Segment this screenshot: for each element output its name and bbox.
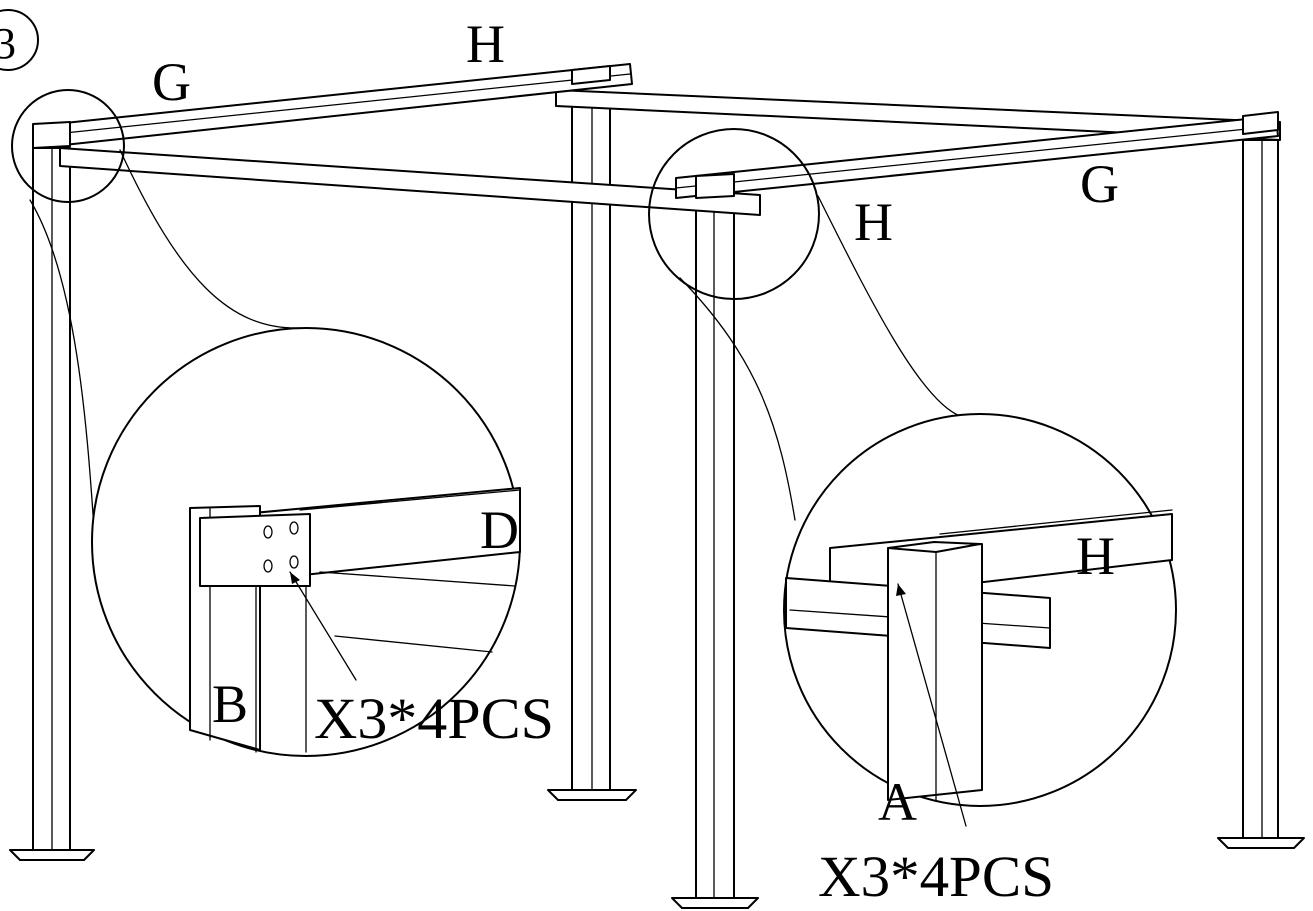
leader-arrow-left [289, 571, 357, 681]
zoom-left-tether-2 [119, 149, 301, 329]
cap-back-middle [571, 65, 611, 85]
screw-hole [263, 525, 273, 539]
detail-label-h: H [1076, 526, 1115, 586]
beam-back-right [555, 89, 1281, 141]
post-back-middle [547, 102, 637, 801]
screw-hole [289, 555, 299, 569]
part-label-g-right: G [1080, 154, 1119, 214]
zoom-right-detail [783, 413, 1177, 827]
step-number: 3 [0, 19, 16, 68]
zoom-right-tether-1 [679, 277, 796, 521]
detail-label-a: A [878, 772, 917, 832]
screw-hole [289, 521, 299, 535]
part-label-h-top: H [466, 14, 505, 74]
zoom-left-source-circle [11, 89, 125, 203]
hardware-callout-left: X3*4PCS [314, 686, 554, 751]
cap-front-right [695, 173, 735, 199]
zoom-right-source-circle [648, 128, 820, 300]
detail-label-d: D [480, 500, 519, 560]
arrowhead [896, 584, 906, 596]
detail-label-b: B [212, 674, 248, 734]
beam-left-side [59, 147, 761, 216]
arrowhead [290, 572, 300, 584]
screw-hole [263, 559, 273, 573]
hardware-callout-right: X3*4PCS [818, 844, 1054, 909]
post-back-right [1217, 139, 1305, 849]
cap-front-left [32, 121, 71, 149]
zoom-right-tether-2 [817, 195, 961, 417]
post-front-right [671, 181, 759, 909]
part-label-h-right: H [854, 192, 893, 252]
beam-front-right [675, 115, 1279, 199]
cap-back-right [1242, 111, 1279, 135]
post-front-left [9, 147, 95, 861]
leader-arrow-right [897, 583, 967, 827]
beam-back-left [35, 63, 633, 149]
zoom-left-detail [91, 327, 521, 757]
part-label-g-left: G [152, 52, 191, 112]
step-marker: 3 [0, 9, 39, 71]
